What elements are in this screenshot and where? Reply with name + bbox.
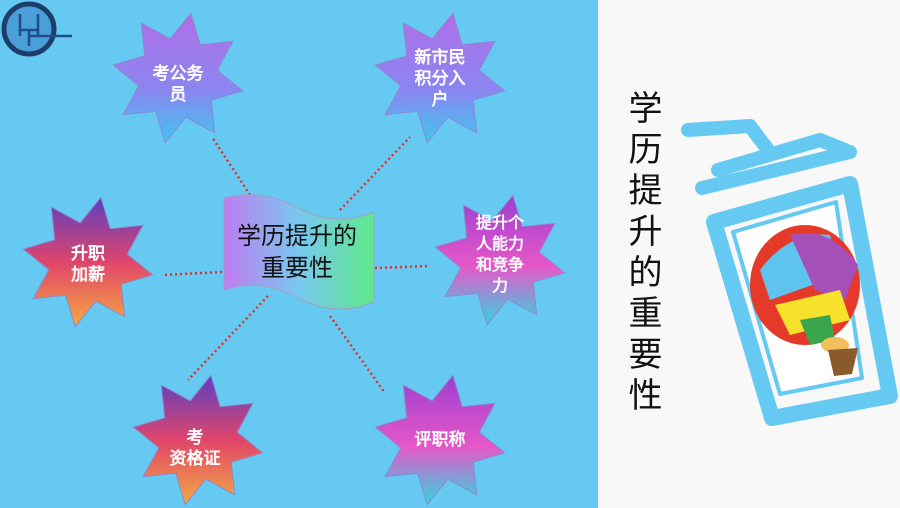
connector-new-citizen: [339, 136, 411, 211]
center-topic-line2: 重要性: [261, 254, 333, 282]
star-shape-new-citizen[interactable]: [374, 12, 506, 144]
center-topic[interactable]: 学历提升的 重要性: [222, 220, 372, 284]
logo: [1, 1, 72, 57]
star-shape-ability[interactable]: [434, 194, 566, 326]
connector-ability: [374, 264, 431, 270]
hot-air-balloon-icon: [750, 225, 860, 376]
star-shape-civil-service[interactable]: [112, 12, 244, 144]
branch-new-citizen[interactable]: 新市民 积分入 户: [414, 48, 466, 110]
connector-civil-service: [210, 136, 252, 196]
star-shape-promotion[interactable]: [22, 196, 154, 328]
connectors: [161, 136, 431, 394]
connector-certificate: [187, 295, 269, 381]
branch-title-eval[interactable]: 评职称: [414, 430, 466, 450]
star-shape-certificate[interactable]: [132, 374, 264, 506]
branch-ability[interactable]: 提升个 人能力 和竞争 力: [475, 213, 524, 295]
star-shape-title-eval[interactable]: [374, 374, 506, 506]
center-topic-line1: 学历提升的: [237, 222, 357, 250]
page-title: 学历提升的重要性: [622, 90, 662, 418]
connector-title-eval: [328, 315, 387, 394]
branch-promotion[interactable]: 升职 加薪: [71, 244, 105, 285]
branch-certificate[interactable]: 考 资格证: [169, 428, 221, 469]
center-topic-shape[interactable]: [223, 194, 375, 310]
connector-promotion: [161, 270, 223, 277]
branch-civil-service[interactable]: 考公务 员: [152, 64, 204, 105]
